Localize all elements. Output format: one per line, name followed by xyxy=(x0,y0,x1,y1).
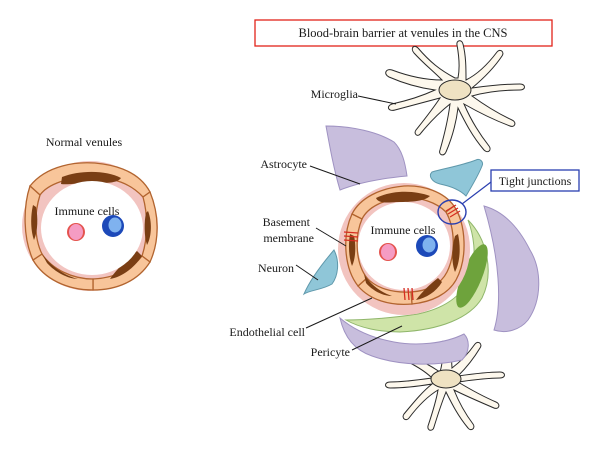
leader-lines xyxy=(295,95,403,351)
leader-pericyte xyxy=(351,325,403,351)
tight-junction-highlight xyxy=(437,199,467,225)
label-pericyte: Pericyte xyxy=(311,345,350,359)
microglia-top xyxy=(385,40,525,156)
pericyte xyxy=(344,219,489,333)
right-lumen xyxy=(358,202,450,290)
leader-basement xyxy=(315,227,347,247)
cns-venule: Immune cells Tight junctions xyxy=(229,40,580,431)
left-immune-cell-blue xyxy=(102,215,124,237)
right-immune-cell-pink xyxy=(379,243,397,261)
junction-bottom xyxy=(403,287,414,301)
left-lumen xyxy=(41,181,143,275)
title-text: Blood-brain barrier at venules in the CN… xyxy=(299,26,508,40)
label-basement-line2: membrane xyxy=(263,231,314,245)
microglia-bottom-soma xyxy=(430,369,462,389)
leader-microglia xyxy=(357,95,397,105)
label-endothelial: Endothelial cell xyxy=(229,325,305,339)
leader-neuron xyxy=(295,264,319,281)
left-nuclei xyxy=(31,171,151,279)
pericyte-nucleus xyxy=(456,244,488,308)
neuron xyxy=(302,159,483,296)
astrocyte-endfeet xyxy=(325,125,540,365)
label-basement-line1: Basement xyxy=(263,215,311,229)
right-nuclei xyxy=(348,191,460,300)
tight-junctions-label: Tight junctions xyxy=(499,174,572,188)
right-immune-label: Immune cells xyxy=(371,223,436,237)
left-immune-label: Immune cells xyxy=(55,204,120,218)
tight-junction-marks xyxy=(343,204,461,301)
right-immune-cell-blue xyxy=(416,235,438,257)
left-immune-cell-pink xyxy=(67,223,85,241)
junction-top-right xyxy=(445,204,461,218)
microglia-top-soma xyxy=(438,79,472,101)
label-astrocyte: Astrocyte xyxy=(260,157,307,171)
title-box: Blood-brain barrier at venules in the CN… xyxy=(254,19,553,47)
label-neuron: Neuron xyxy=(258,261,294,275)
leader-astrocyte xyxy=(309,165,361,185)
tight-junctions-callout: Tight junctions xyxy=(461,169,580,205)
label-microglia: Microglia xyxy=(311,87,359,101)
leader-endothelial xyxy=(305,297,373,329)
normal-venules-caption: Normal venules xyxy=(46,135,123,149)
normal-venule: Normal venules Immune cells xyxy=(22,135,158,291)
junction-left xyxy=(343,231,359,242)
